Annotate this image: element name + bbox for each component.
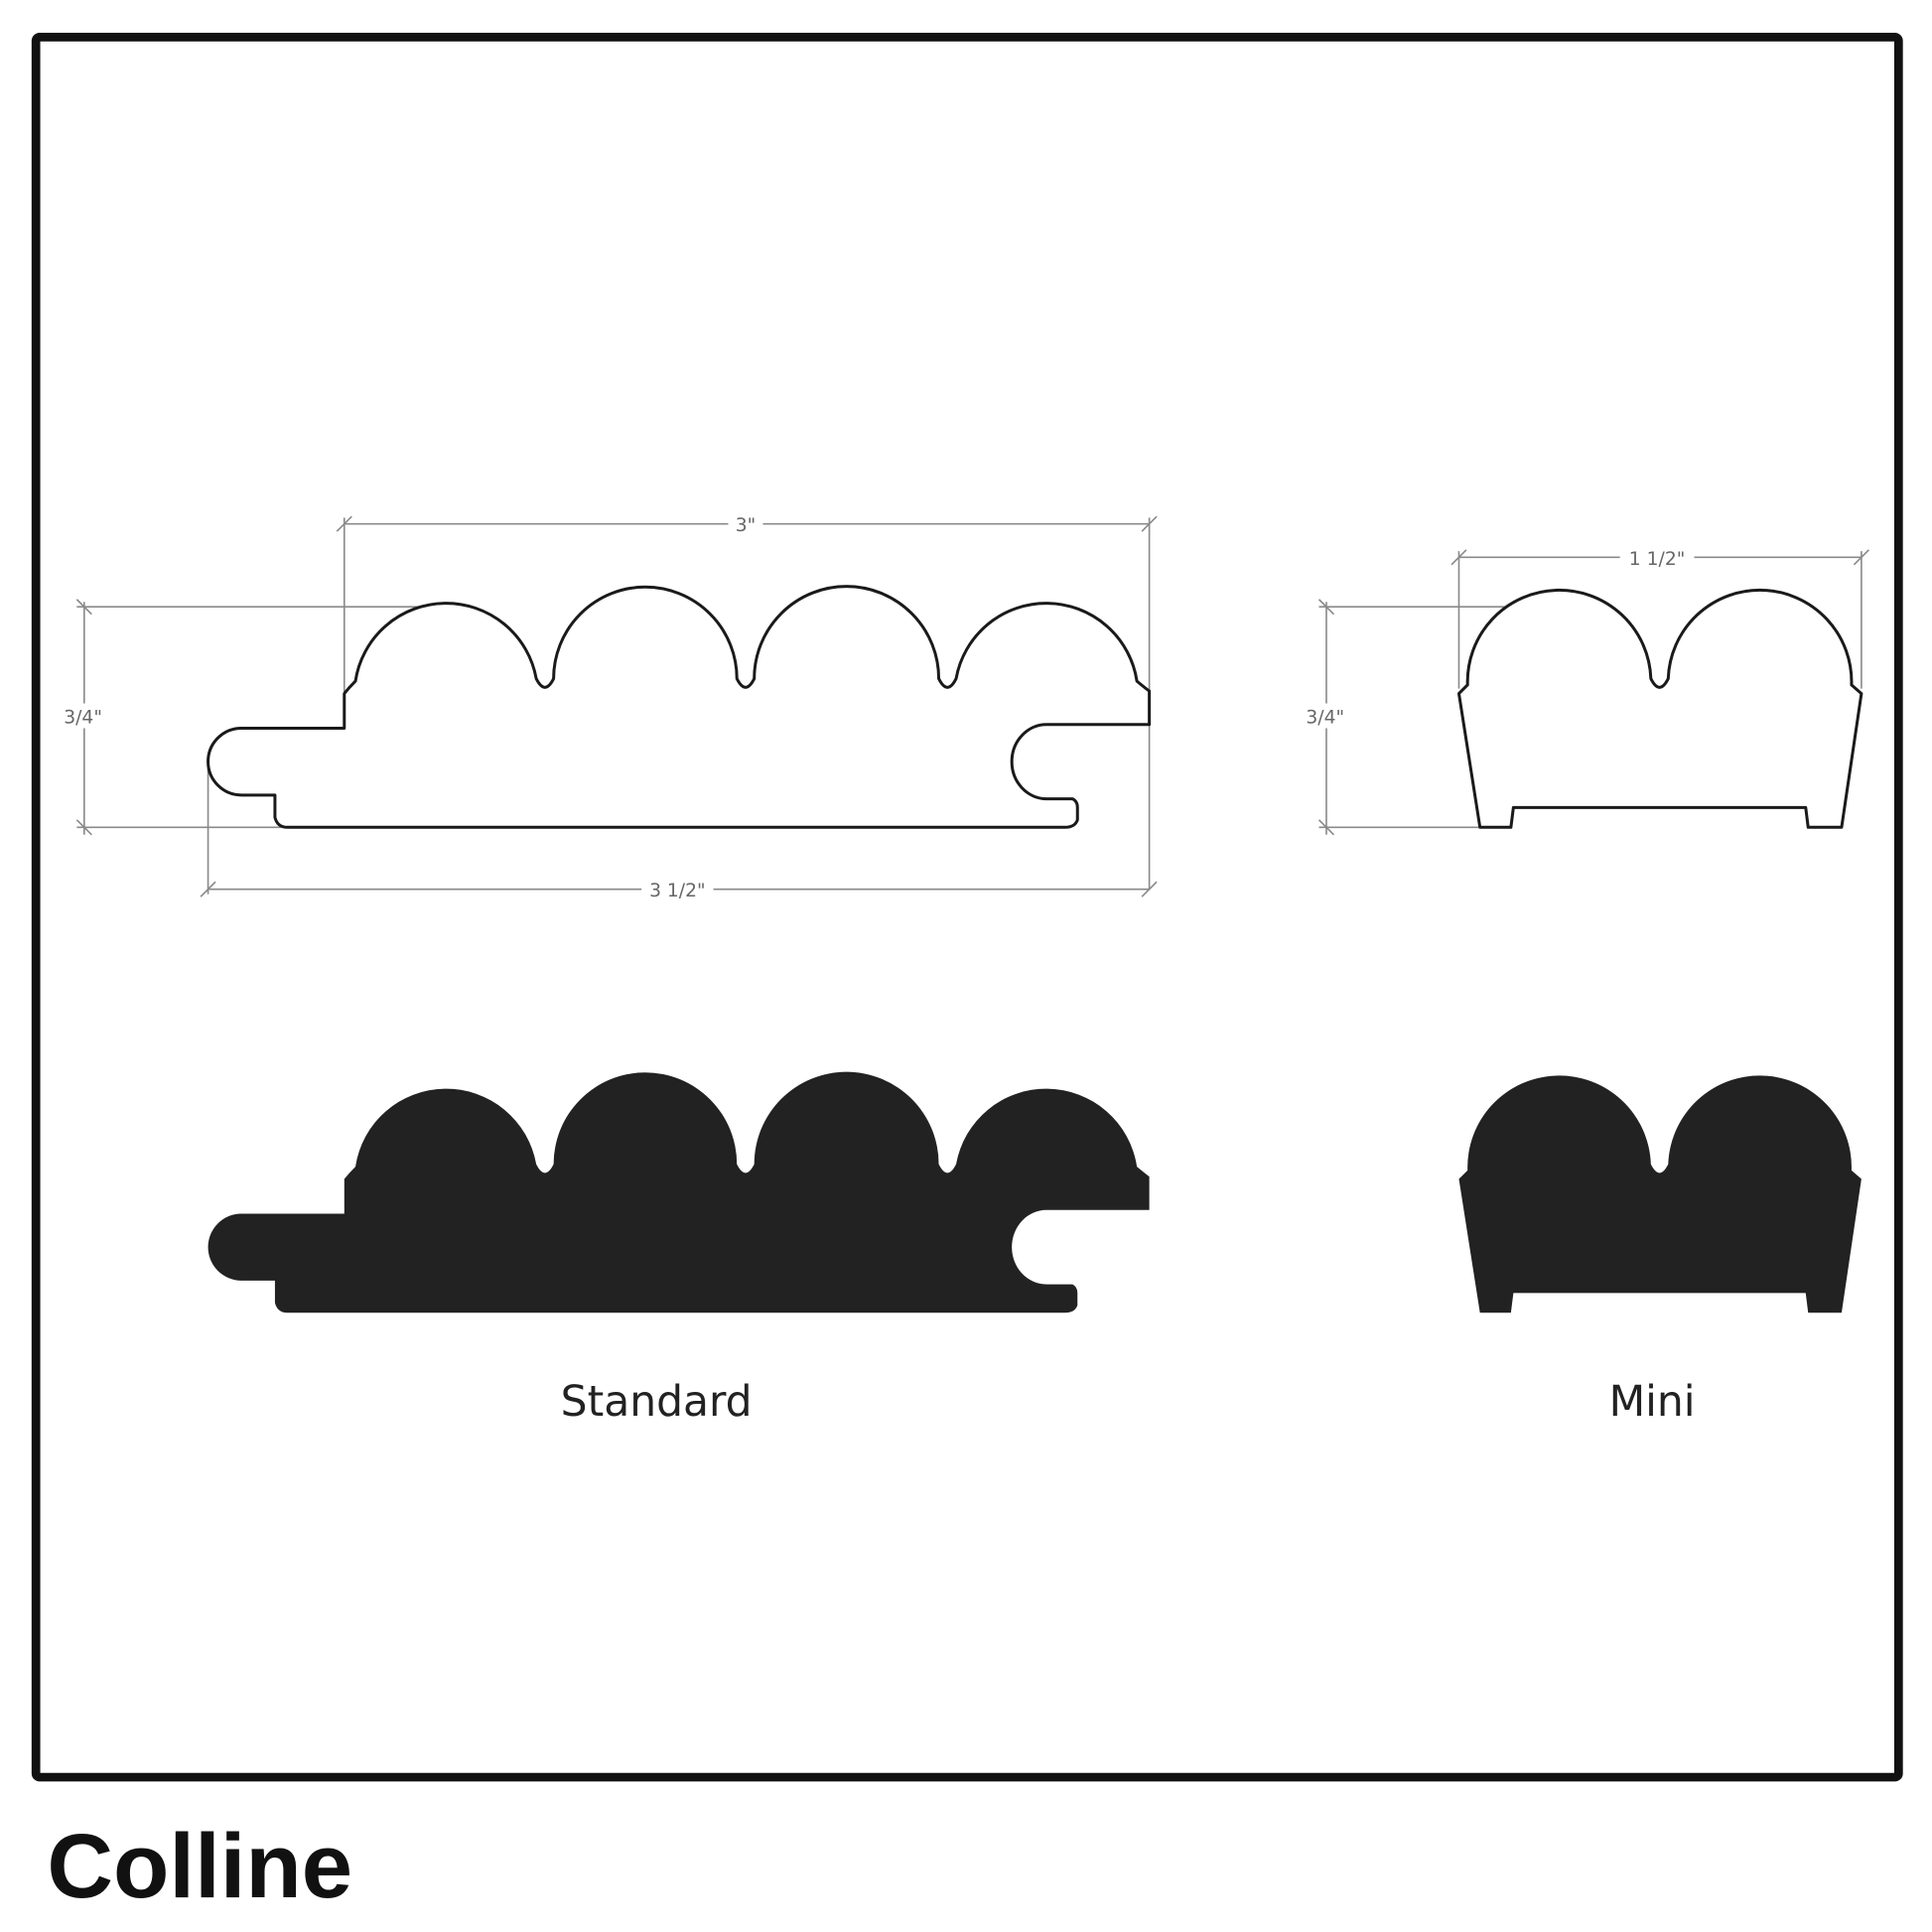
mini-label: Mini: [1609, 1378, 1696, 1427]
standard-width-bottom-label: 3 1/2": [649, 881, 706, 901]
standard-profile-silhouette: [207, 1071, 1150, 1313]
page-title: Colline: [47, 1814, 352, 1917]
mini-width-label: 1 1/2": [1629, 549, 1686, 570]
mini-profile-silhouette: [1458, 1075, 1862, 1313]
mini-height-label: 3/4": [1306, 708, 1344, 729]
standard-width-top-label: 3": [736, 515, 757, 536]
standard-height-label: 3/4": [64, 708, 102, 729]
standard-dimension-drawing: 3" 3/4" 3 1/2": [57, 512, 1158, 901]
standard-label: Standard: [561, 1378, 753, 1427]
frame-border: [31, 33, 1903, 1782]
standard-profile-outline: [207, 585, 1152, 829]
mini-dimension-drawing: 1 1/2" 3/4": [1299, 546, 1869, 836]
mini-profile-outline: [1456, 588, 1863, 829]
